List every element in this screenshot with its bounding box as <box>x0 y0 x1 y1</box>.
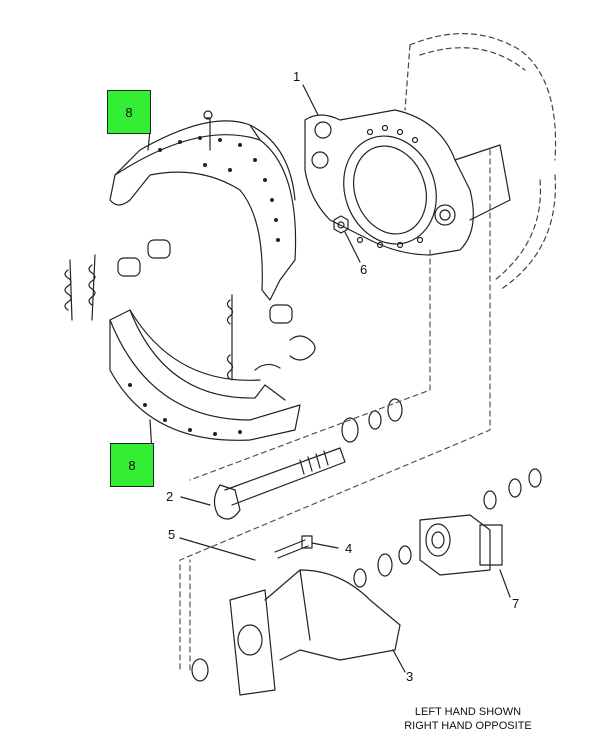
bolt <box>274 535 313 559</box>
camshaft <box>213 447 346 520</box>
note-line-2: RIGHT HAND OPPOSITE <box>404 720 532 732</box>
dust-shield <box>404 33 557 291</box>
leader-lines <box>147 84 511 673</box>
return-springs <box>64 254 234 381</box>
mounting-bracket <box>229 569 401 696</box>
callout-2-camshaft: 2 <box>166 489 174 504</box>
slack-adjuster <box>419 514 503 576</box>
lower-brake-shoe <box>109 309 301 441</box>
callout-4-bolt: 4 <box>345 541 353 556</box>
callout-8-lower-shoe: 8 <box>110 443 154 487</box>
nut <box>333 215 349 234</box>
washers <box>191 398 542 682</box>
assembly-lines <box>179 149 491 671</box>
orientation-note: LEFT HAND SHOWN RIGHT HAND OPPOSITE <box>388 705 548 733</box>
callout-5-fitting: 5 <box>168 527 176 542</box>
anchor-pins-rollers <box>117 239 316 371</box>
callout-1-spider: 1 <box>293 69 301 84</box>
callout-8-upper-shoe: 8 <box>107 90 151 134</box>
callout-3-bracket: 3 <box>406 669 414 684</box>
note-line-1: LEFT HAND SHOWN <box>414 706 522 718</box>
upper-brake-shoe <box>109 110 297 301</box>
callout-7-slack-adjuster: 7 <box>512 596 520 611</box>
callout-6-nut: 6 <box>360 262 368 277</box>
brake-spider <box>304 109 511 256</box>
